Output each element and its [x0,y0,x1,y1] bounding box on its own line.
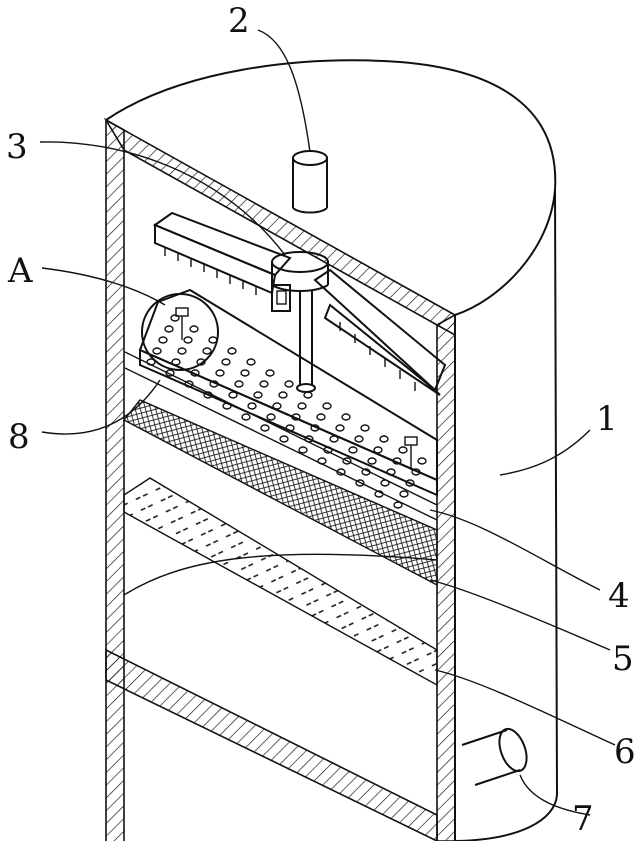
plate-hole [398,446,408,454]
plate-hole [355,479,365,487]
plate-hole [196,358,206,366]
plate-hole [253,391,263,399]
mesh-layer [122,399,438,587]
plate-hole [297,402,307,410]
plate-hole [316,413,326,421]
plate-hole [164,325,174,333]
plate-hole [177,347,187,355]
plate-hole [335,424,345,432]
label-3: 3 [6,127,28,167]
plate-hole [392,457,402,465]
plate-hole [241,413,251,421]
plate-hole [221,358,231,366]
label-2: 2 [228,1,250,41]
plate-hole [189,325,199,333]
label-4: 4 [608,576,630,616]
label-8: 8 [8,417,30,457]
outlet-pipe [461,727,528,786]
inlet-pipe [292,150,328,214]
plate-hole [227,347,237,355]
label-5: 5 [612,639,634,679]
detail-circle-a [141,293,219,371]
plate-hole [310,424,320,432]
plate-hole [170,314,180,322]
plate-hole [399,490,409,498]
plate-hole [279,435,289,443]
plate-hole [291,413,301,421]
plate-hole [348,446,358,454]
plate-hole [298,446,308,454]
plate-hole [266,413,276,421]
plate-hole [272,402,282,410]
plate-hole [240,369,250,377]
plate-hole [259,380,269,388]
plate-hole [393,501,403,509]
plate-hole [303,391,313,399]
plate-hole [386,468,396,476]
plate-hole [183,336,193,344]
plate-hole [202,347,212,355]
plate-hole [379,435,389,443]
plate-hole [284,380,294,388]
plate-hole [373,446,383,454]
plate-hole [405,479,415,487]
plate-hole [215,369,225,377]
plate-hole [329,435,339,443]
label-a: A [7,251,33,291]
plate-hole [354,435,364,443]
plate-hole [158,336,168,344]
plate-hole [341,413,351,421]
plate-hole [152,347,162,355]
plate-hole [247,402,257,410]
plate-hole [367,457,377,465]
plate-hole [165,369,175,377]
label-6: 6 [614,732,636,772]
plate-hole [209,380,219,388]
plate-hole [184,380,194,388]
plate-hole [246,358,256,366]
plate-hole [322,402,332,410]
rotating-arm [152,211,447,396]
label-1: 1 [596,399,618,439]
plate-hole [260,424,270,432]
plate-hole [265,369,275,377]
plate-hole [171,358,181,366]
plate-hole [285,424,295,432]
plate-hole [228,391,238,399]
plate-hole [190,369,200,377]
filter-layer [123,477,438,687]
plate-hole [342,457,352,465]
plate-hole [222,402,232,410]
plate-hole [360,424,370,432]
plate-hole [417,457,427,465]
label-7: 7 [572,799,594,839]
plate-hole [234,380,244,388]
leader-lines [39,29,616,816]
cutaway-walls [103,117,456,841]
plate-hole [411,468,421,476]
perforated-plate [124,288,438,521]
plate-hole [278,391,288,399]
